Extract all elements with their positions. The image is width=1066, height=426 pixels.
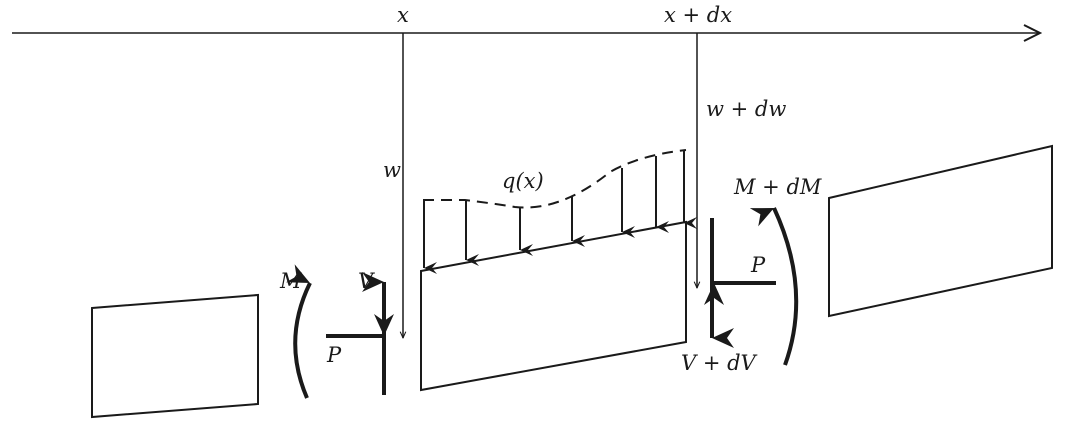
- label-p-left: P: [326, 343, 342, 367]
- label-x-dx: x + dx: [664, 3, 732, 27]
- left-beam-segment: [91, 293, 259, 419]
- label-v-dv: V + dV: [681, 351, 758, 375]
- moment-arrow-m-dm: [749, 207, 799, 366]
- label-m-dm: M + dM: [733, 175, 822, 199]
- moment-arrow-m: [285, 264, 312, 399]
- label-m: M: [279, 269, 302, 293]
- label-x: x: [397, 3, 409, 27]
- right-beam-segment: [828, 144, 1053, 318]
- label-v: V: [358, 269, 375, 293]
- label-q: q(x): [502, 169, 544, 193]
- label-p-right: P: [750, 253, 766, 277]
- label-w-dw: w + dw: [706, 97, 786, 121]
- load-profile: [423, 149, 687, 209]
- beam-element: [420, 220, 687, 392]
- load-arrows: [423, 151, 697, 274]
- label-w: w: [383, 158, 401, 182]
